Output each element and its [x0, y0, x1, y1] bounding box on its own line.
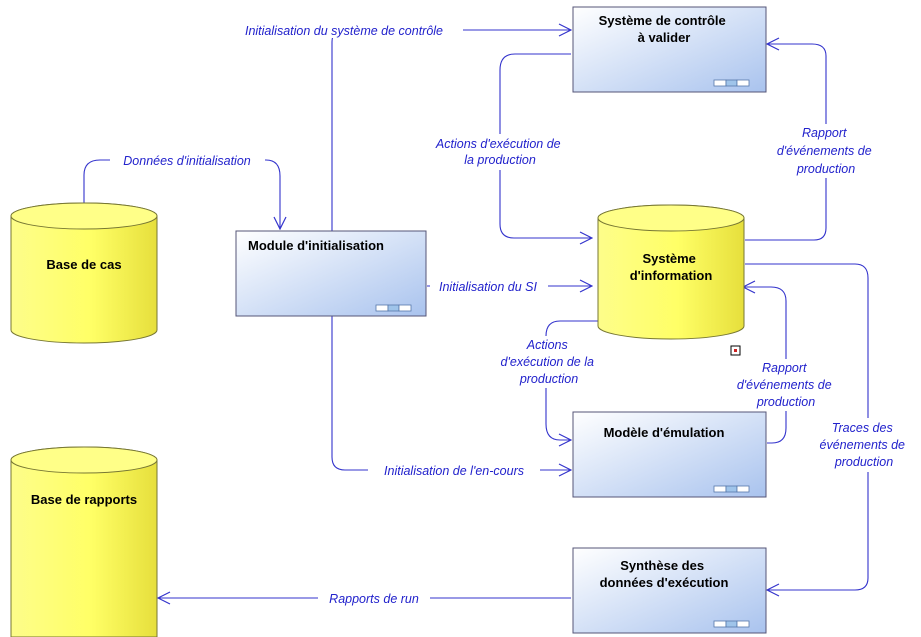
label-systeme-information: Système d'information [630, 251, 713, 283]
label-traces-evenements: Traces des événements de production [820, 421, 909, 469]
label-rapports-run: Rapports de run [329, 592, 419, 606]
edge-labels: Données d'initialisation Initialisation … [110, 22, 918, 606]
label-rapport-evenements-top: Rapport d'événements de production [777, 126, 875, 176]
database-base-de-cas[interactable]: Base de cas [10, 202, 158, 344]
process-systeme-controle[interactable]: Système de contrôle à valider [572, 6, 767, 93]
label-init-en-cours: Initialisation de l'en-cours [384, 464, 524, 478]
component-icon [713, 620, 750, 628]
database-systeme-information[interactable]: Système d'information [597, 204, 745, 340]
label-rapport-evenements-bottom: Rapport d'événements de production [737, 361, 835, 409]
label-base-de-cas: Base de cas [46, 257, 121, 272]
component-icon [375, 304, 412, 312]
label-donnees-initialisation: Données d'initialisation [123, 154, 251, 168]
selection-handle-icon[interactable] [730, 345, 741, 356]
label-synthese-donnees: Synthèse des données d'exécution [600, 558, 729, 590]
label-modele-emulation: Modèle d'émulation [604, 425, 725, 440]
edges [83, 30, 869, 598]
edge-init-en-cours[interactable] [331, 316, 571, 470]
component-icon [713, 79, 750, 87]
label-base-rapports: Base de rapports [31, 492, 137, 507]
label-init-systeme-controle: Initialisation du système de contrôle [245, 24, 443, 38]
label-actions-execution-bottom: Actions d'exécution de la production [501, 338, 598, 386]
process-synthese-donnees[interactable]: Synthèse des données d'exécution [572, 547, 767, 634]
component-icon [713, 485, 750, 493]
label-module-initialisation: Module d'initialisation [248, 238, 384, 253]
label-systeme-controle: Système de contrôle à valider [599, 13, 730, 45]
label-init-si: Initialisation du SI [439, 280, 538, 294]
edge-init-systeme-controle[interactable] [331, 30, 571, 231]
database-base-rapports[interactable]: Base de rapports [10, 446, 158, 637]
label-actions-execution-top: Actions d'exécution de la production [435, 137, 564, 167]
process-module-initialisation[interactable]: Module d'initialisation [235, 230, 427, 317]
process-modele-emulation[interactable]: Modèle d'émulation [572, 411, 767, 498]
